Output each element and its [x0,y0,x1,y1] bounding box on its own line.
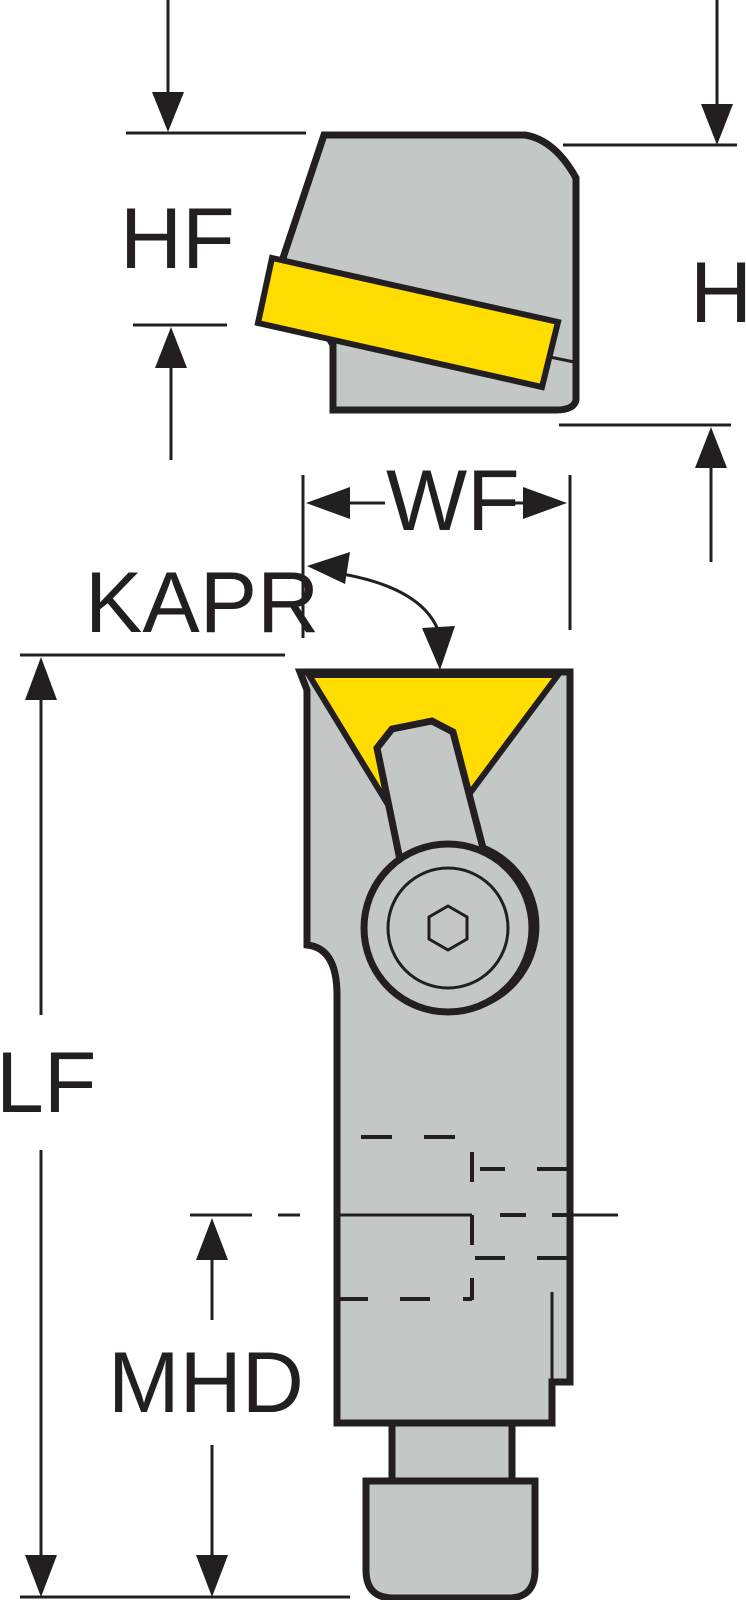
kapr-label: KAPR [85,555,319,651]
front-view [254,131,580,414]
screw-head [386,866,510,990]
hex-socket-icon [427,904,469,952]
lf-label: LF [0,1035,96,1131]
lf-dimension: LF [0,653,350,1599]
insert-seat-line [549,355,575,364]
wf-dimension: WF [301,453,572,638]
kapr-dimension: KAPR [85,552,455,670]
hidden-lines [337,1135,568,1301]
holder-shank-head [362,1477,539,1600]
mhd-label: MHD [108,1335,304,1431]
mhd-dimension: MHD [108,1218,304,1597]
wf-label: WF [386,453,520,549]
hf-dimension: HF [120,0,306,460]
top-view [190,668,618,1600]
h-dimension: H [559,0,746,562]
h-label: H [690,245,746,341]
hf-label: HF [120,191,235,287]
holder-neck [388,1419,516,1485]
front-view-insert [254,254,562,391]
